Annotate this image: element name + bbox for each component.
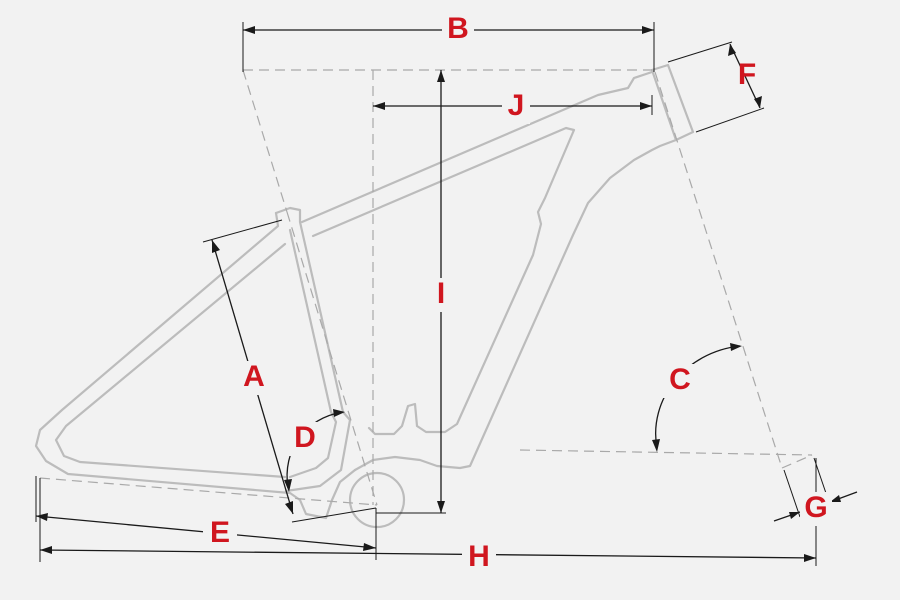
label-b: B (447, 12, 469, 45)
dim-e-arrow-right (363, 543, 376, 551)
dim-g-arrow-right (830, 495, 841, 502)
dim-a-tick-top (202, 219, 283, 243)
seat-tube-inner (288, 228, 338, 479)
dim-a-arrow-bottom (285, 501, 293, 514)
label-d: D (294, 421, 316, 454)
label-f: F (738, 58, 756, 91)
head-tube (650, 63, 695, 142)
dim-i-arrow-top (437, 70, 445, 82)
seat-stay-inner (54, 242, 287, 479)
dim-h-arrow-left (40, 546, 52, 554)
dim-f-tick-bottom (695, 107, 765, 133)
dim-c-arrow-top (730, 343, 742, 351)
dim-h-arrow-right (804, 554, 816, 562)
dim-j-arrow-left (373, 102, 385, 110)
dim-a-tick-bottom (291, 507, 377, 523)
dim-b-arrow-right (642, 26, 654, 34)
dim-i-arrow-bottom (437, 501, 445, 513)
dim-d-arrow-bottom (284, 479, 292, 492)
head-tube-axis (654, 71, 783, 469)
dim-f-tick-top (667, 41, 733, 63)
label-c: C (669, 363, 691, 396)
dim-j-arrow-right (640, 102, 652, 110)
dim-b-arrow-left (243, 26, 255, 34)
top-tube (300, 70, 654, 224)
chainstay-line (39, 477, 378, 506)
dimension-labels: B J F I A D C E H G (203, 12, 832, 574)
dim-f-line (729, 43, 761, 109)
label-j: J (508, 89, 525, 122)
guide-lines (39, 69, 813, 506)
down-tube (353, 138, 678, 472)
label-e: E (210, 516, 230, 549)
label-a: A (243, 360, 265, 393)
dim-f-arrow-bottom (754, 96, 762, 108)
motor-mount (328, 468, 357, 508)
dim-g-tick-left (783, 469, 801, 518)
dim-h-line (39, 549, 817, 559)
label-h: H (468, 540, 490, 573)
horizontal-reference-line (519, 449, 813, 456)
seat-tube-axis-lower (286, 211, 378, 506)
dim-a-arrow-top (212, 240, 220, 253)
label-i: I (437, 277, 445, 310)
seat-tube-axis (242, 69, 288, 213)
dim-f-arrow-top (728, 44, 736, 56)
dim-d-arrow-top (333, 409, 345, 417)
top-tube-lower-edge (311, 126, 576, 436)
bottom-bracket (348, 471, 406, 529)
label-g: G (804, 491, 827, 524)
bike-frame (34, 63, 695, 529)
dim-e-arrow-left (36, 513, 48, 521)
dim-g-arrow-left (789, 512, 800, 519)
dim-c-arrow-bottom (652, 439, 660, 452)
wheelbase-extension (781, 454, 813, 469)
seat-stay (34, 211, 332, 520)
